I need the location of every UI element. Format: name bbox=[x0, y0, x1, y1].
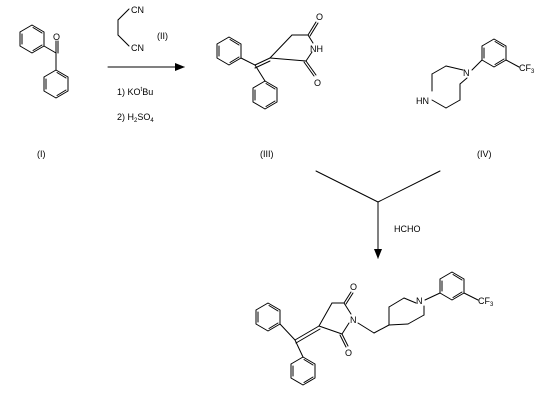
piperazine-n: N bbox=[463, 68, 470, 78]
oxygen-atom: O bbox=[53, 32, 60, 42]
compound-ii-label: (II) bbox=[157, 31, 168, 41]
compound-i-label: (I) bbox=[37, 149, 46, 159]
oxygen-atom: O bbox=[350, 282, 357, 292]
nitrile-top: CN bbox=[131, 5, 144, 15]
piperazine-hn: HN bbox=[416, 96, 429, 106]
compound-ii-succinonitrile: CN CN bbox=[117, 5, 144, 53]
imide-n: N bbox=[350, 315, 357, 325]
step1-condition-1: 1) KOtBu bbox=[117, 87, 153, 97]
step2-reagent: HCHO bbox=[394, 224, 421, 234]
oxygen-atom: O bbox=[345, 348, 352, 358]
step1-condition-2: 2) H2SO4 bbox=[117, 112, 154, 124]
compound-iv-label: (IV) bbox=[477, 149, 492, 159]
cf3-group: CF3 bbox=[519, 63, 535, 75]
compound-iii: O O NH bbox=[216, 12, 323, 110]
step2-arrow bbox=[315, 170, 441, 259]
oxygen-atom: O bbox=[316, 12, 323, 22]
imide-nh: NH bbox=[310, 44, 323, 54]
oxygen-atom: O bbox=[314, 78, 321, 88]
nitrile-bottom: CN bbox=[131, 43, 144, 53]
piperazine-n: N bbox=[416, 296, 423, 306]
product-compound: O O N N CF3 bbox=[255, 271, 494, 386]
compound-i-benzophenone: O bbox=[19, 24, 69, 99]
compound-iv: HN N CF3 bbox=[416, 38, 535, 109]
cf3-group: CF3 bbox=[478, 296, 494, 308]
compound-iii-label: (III) bbox=[260, 149, 274, 159]
